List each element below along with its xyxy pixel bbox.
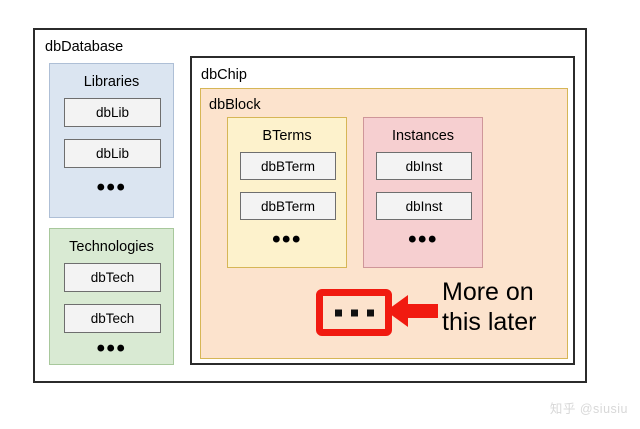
bterms-ellipsis: •••	[272, 226, 302, 253]
dbblock-panel: dbBlock BTerms dbBTerm dbBTerm ••• Insta…	[200, 88, 568, 359]
dbinst-label: dbInst	[405, 198, 443, 214]
list-item-dbinst-2: dbInst	[376, 192, 472, 220]
list-item-dbbterm-1: dbBTerm	[240, 152, 336, 180]
dbbterm-label: dbBTerm	[260, 198, 316, 214]
db-database-container: dbDatabase Libraries dbLib dbLib ••• Tec…	[33, 28, 587, 383]
db-database-label: dbDatabase	[45, 39, 124, 55]
callout-ellipsis-box	[316, 289, 392, 336]
dblib-label: dbLib	[95, 146, 130, 161]
callout-text-line-1: More on	[442, 278, 534, 306]
dbbterm-label: dbBTerm	[260, 158, 316, 174]
technologies-ellipsis: •••	[96, 335, 127, 362]
callout-text: More on this later	[442, 278, 536, 337]
list-item-dbbterm-2: dbBTerm	[240, 192, 336, 220]
left-arrow-icon	[386, 291, 438, 331]
dbtech-label: dbTech	[90, 270, 135, 285]
dbchip-panel: dbChip dbBlock BTerms dbBTerm dbBTerm ••…	[190, 56, 575, 365]
instances-ellipsis: •••	[408, 226, 438, 253]
list-item-dbinst-1: dbInst	[376, 152, 472, 180]
callout-dot-1	[334, 309, 342, 316]
libraries-heading: Libraries	[83, 74, 140, 90]
instances-panel: Instances dbInst dbInst •••	[363, 117, 483, 268]
libraries-panel: Libraries dbLib dbLib •••	[49, 63, 174, 218]
dblib-label: dbLib	[95, 105, 130, 120]
callout-dots	[323, 309, 385, 316]
callout-text-line-2: this later	[442, 307, 537, 336]
list-item-dblib-1: dbLib	[64, 98, 161, 127]
list-item-dbtech-2: dbTech	[64, 304, 161, 333]
libraries-ellipsis: •••	[96, 174, 127, 201]
list-item-dbtech-1: dbTech	[64, 263, 161, 292]
technologies-heading: Technologies	[69, 239, 154, 255]
bterms-panel: BTerms dbBTerm dbBTerm •••	[227, 117, 347, 268]
list-item-dblib-2: dbLib	[64, 139, 161, 168]
callout-dot-3	[366, 309, 374, 316]
bterms-heading: BTerms	[262, 128, 312, 144]
dbtech-label: dbTech	[90, 311, 135, 326]
watermark: 知乎 @siusiu	[549, 402, 628, 416]
callout-dot-2	[350, 309, 358, 316]
instances-heading: Instances	[391, 128, 455, 144]
dbchip-label: dbChip	[201, 67, 247, 83]
dbinst-label: dbInst	[405, 158, 443, 174]
technologies-panel: Technologies dbTech dbTech •••	[49, 228, 174, 365]
dbblock-label: dbBlock	[209, 97, 261, 113]
